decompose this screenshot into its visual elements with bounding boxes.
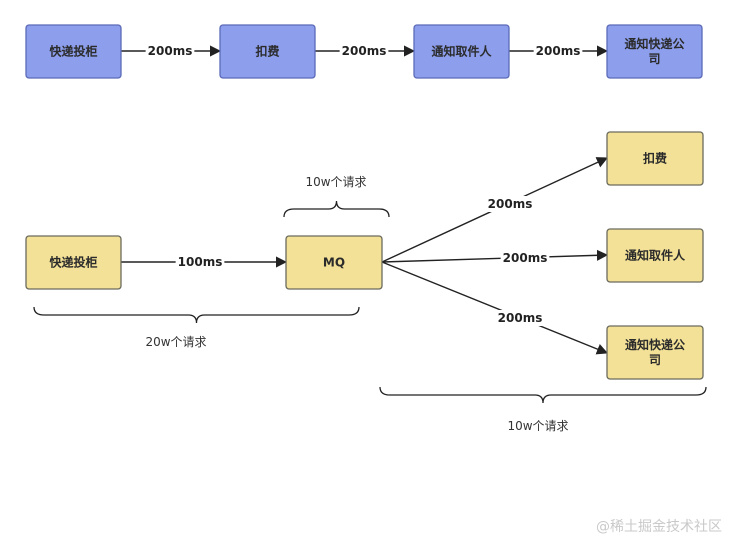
annotation-label: 10w个请求 (305, 175, 366, 189)
node-box (606, 24, 703, 79)
edge-label: 200ms (342, 44, 387, 58)
node-label: 通知快递公 (625, 337, 685, 352)
node-label: 扣费 (643, 151, 667, 166)
watermark: @稀土掘金技术社区 (596, 519, 722, 535)
node-box (606, 228, 704, 283)
node-box (606, 131, 704, 186)
edge-label-bg (175, 254, 225, 270)
node-label: 司 (649, 353, 661, 367)
edge-label: 200ms (498, 311, 543, 325)
edge-s3-s4: 200ms (509, 43, 609, 59)
node-box (25, 24, 122, 79)
node-label: 通知取件人 (431, 44, 492, 59)
node-box (219, 24, 316, 79)
edge-mq-c3: 200ms (381, 261, 609, 355)
edge-label: 200ms (488, 197, 533, 211)
edge-s2-s3: 200ms (315, 43, 416, 59)
node-c1: 扣费 (606, 131, 704, 186)
curly-brace (379, 386, 707, 404)
annotation-consumer-load: 10w个请求 (379, 386, 707, 433)
node-c2: 通知取件人 (606, 228, 704, 283)
edge-label: 200ms (503, 251, 548, 265)
edge-label-bg (485, 196, 535, 212)
edge-label: 100ms (178, 255, 223, 269)
edge-label-bg (533, 43, 583, 59)
node-label: 通知取件人 (625, 248, 686, 263)
edge-mq-c1: 200ms (381, 157, 609, 263)
node-a1: 快递投柜 (25, 235, 122, 290)
edge-label: 200ms (536, 44, 581, 58)
node-label: MQ (323, 256, 345, 270)
edge-a1-mq: 100ms (121, 254, 288, 270)
node-mq: MQ (285, 235, 383, 290)
curly-brace (33, 306, 360, 324)
edge-s1-s2: 200ms (121, 43, 222, 59)
node-s3: 通知取件人 (413, 24, 510, 79)
edge-arrow (381, 261, 609, 355)
annotation-producer-load: 20w个请求 (33, 306, 360, 349)
node-box (413, 24, 510, 79)
node-label: 司 (648, 52, 660, 66)
edge-label: 200ms (148, 44, 193, 58)
annotation-label: 10w个请求 (507, 419, 568, 433)
node-box (606, 325, 704, 380)
annotation-label: 20w个请求 (145, 335, 206, 349)
curly-brace (283, 200, 390, 218)
annotation-mq-load: 10w个请求 (283, 175, 390, 218)
node-label: 扣费 (255, 44, 279, 59)
node-box (285, 235, 383, 290)
node-s1: 快递投柜 (25, 24, 122, 79)
node-label: 快递投柜 (49, 255, 97, 270)
node-label: 通知快递公 (624, 36, 684, 51)
node-label: 快递投柜 (49, 44, 97, 59)
edge-mq-c2: 200ms (381, 249, 609, 266)
node-s2: 扣费 (219, 24, 316, 79)
edge-label-bg (145, 43, 195, 59)
node-box (25, 235, 122, 290)
edge-arrow (381, 249, 609, 263)
edge-label-bg (339, 43, 389, 59)
edge-label-bg (495, 310, 545, 326)
edge-label-bg (500, 250, 550, 266)
